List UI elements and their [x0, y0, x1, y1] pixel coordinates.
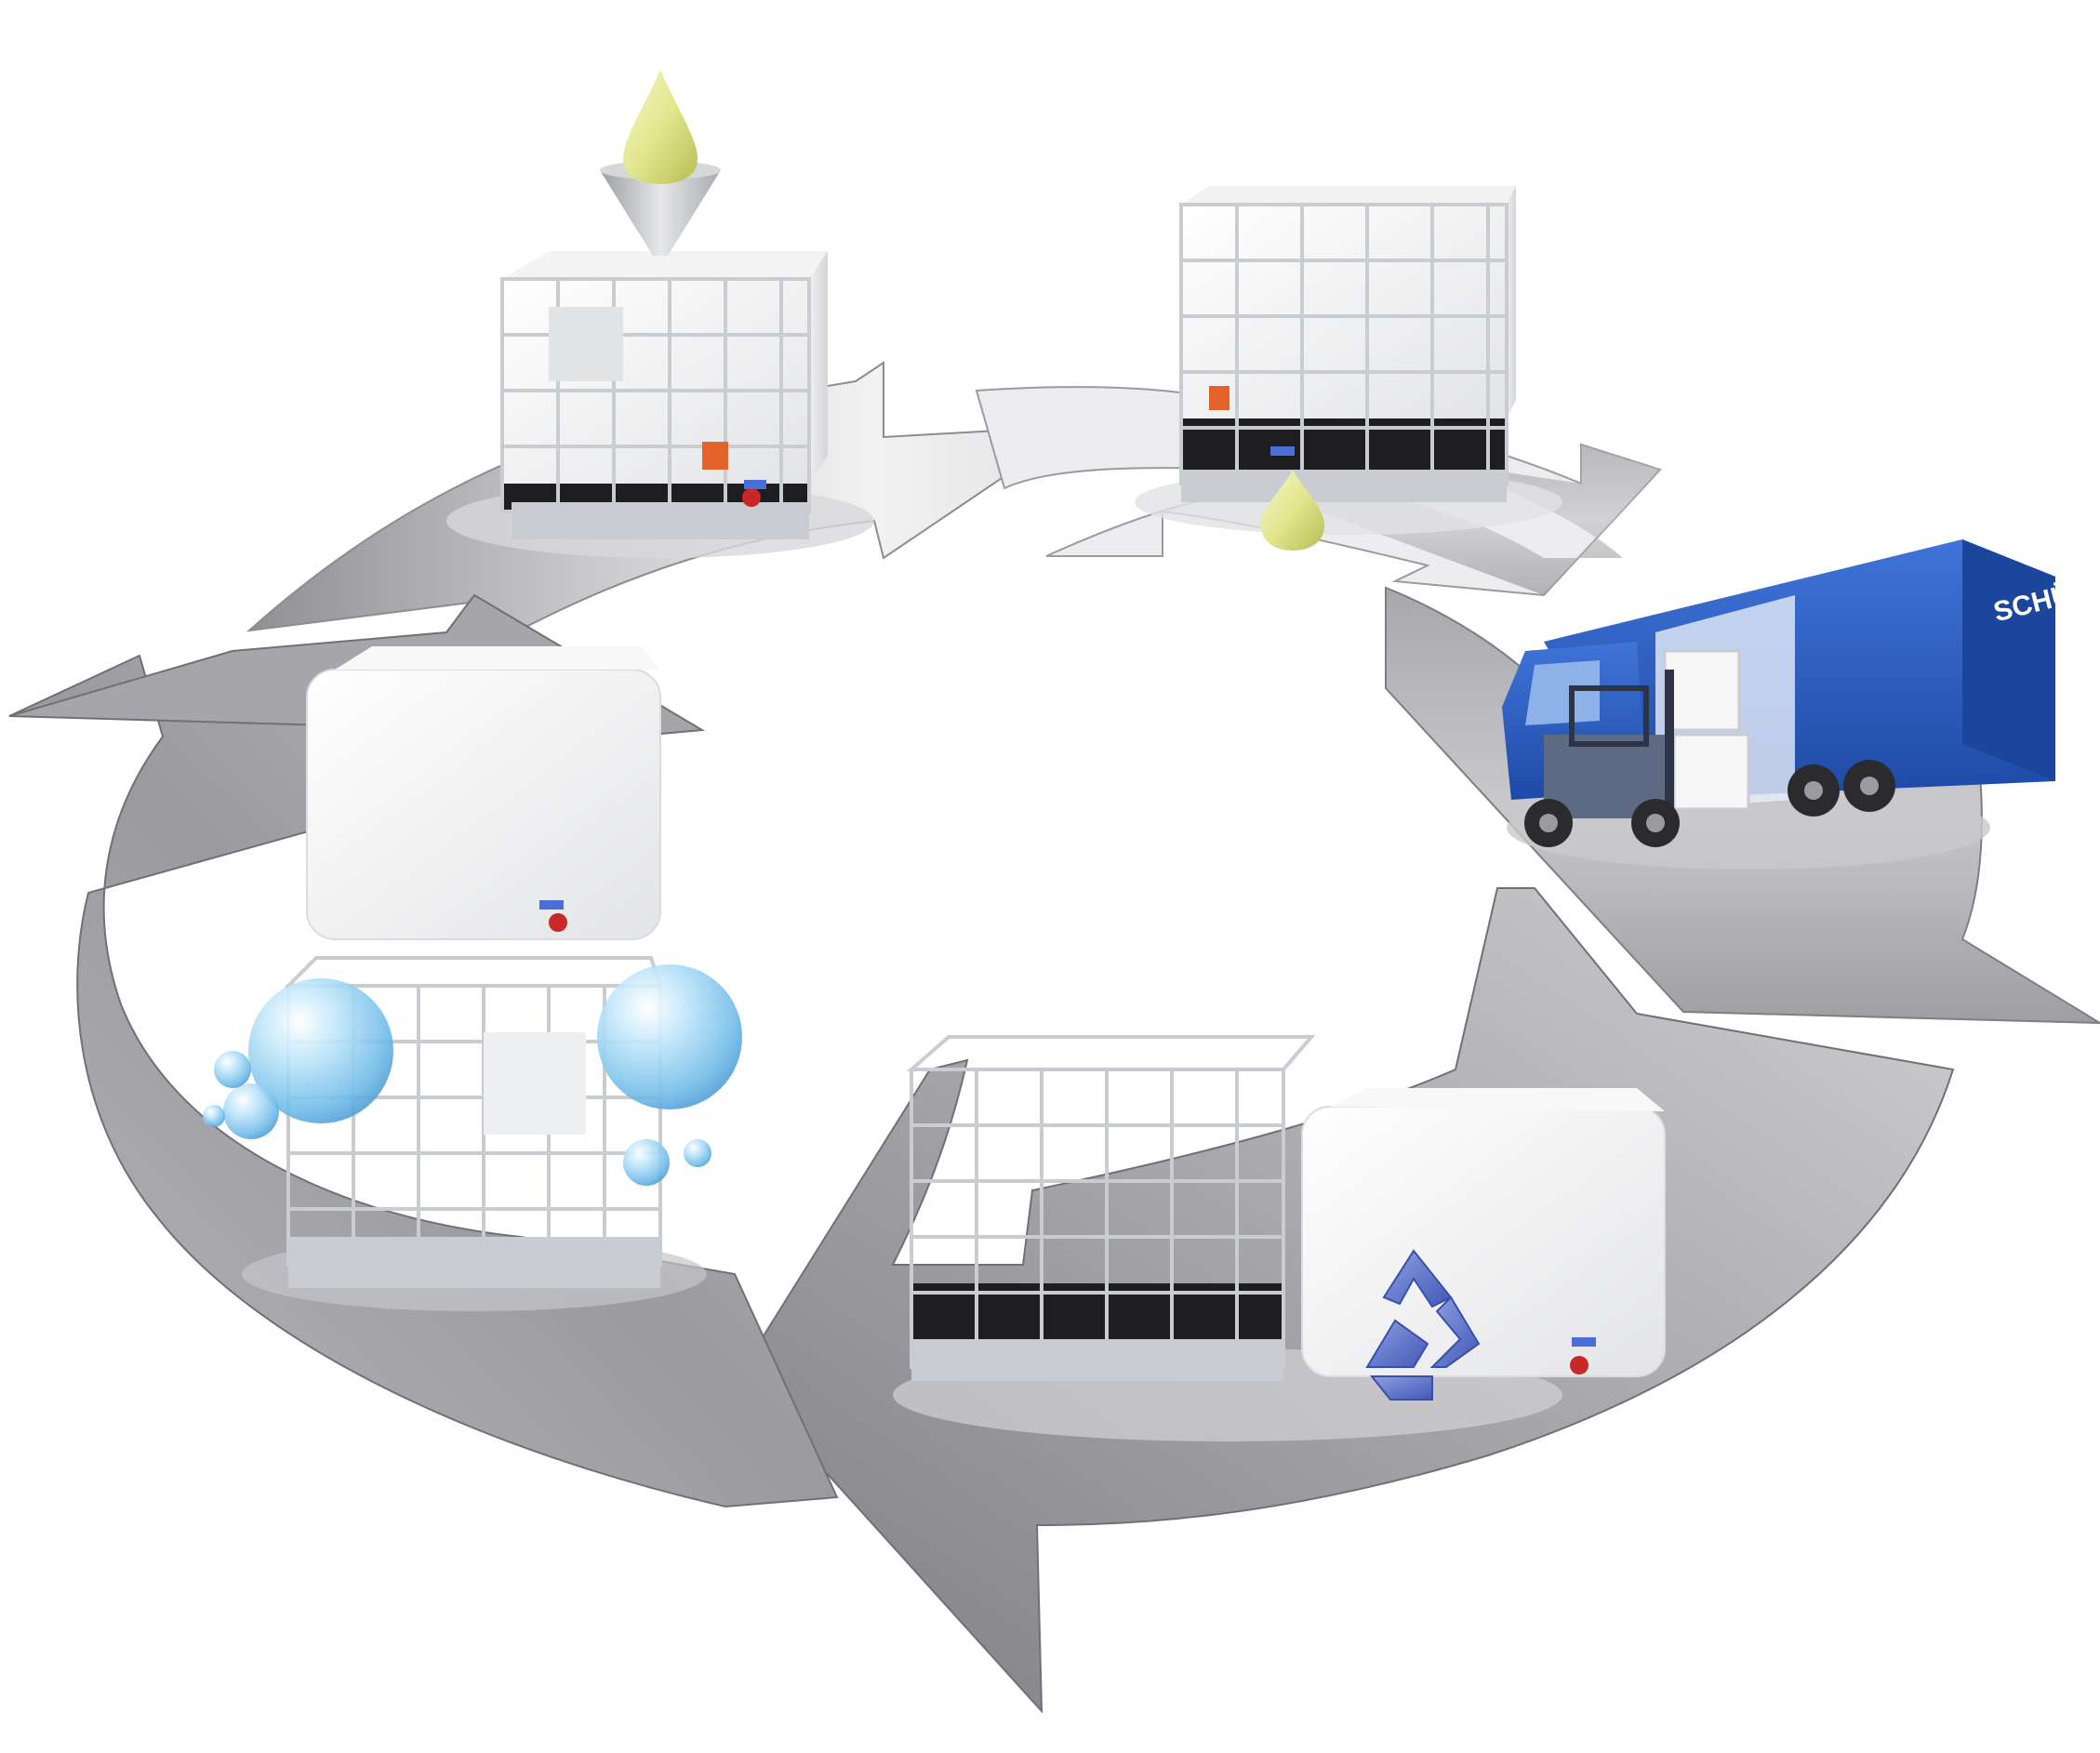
stage-emptying [1135, 186, 1562, 551]
liquid-drop-icon [1261, 470, 1324, 551]
stage-recycling [893, 1035, 1666, 1441]
truck-windshield [1525, 660, 1600, 725]
wheel-hub [1646, 814, 1665, 832]
valve-tap [742, 488, 761, 507]
forklift-cage [1569, 685, 1649, 747]
wheel-hub [1804, 781, 1823, 800]
tank-body [1181, 205, 1507, 418]
cargo-ibc [1663, 649, 1741, 732]
stage-washing [203, 646, 742, 1311]
pallet-metal [911, 1339, 1283, 1381]
funnel-icon [600, 170, 721, 256]
pallet-metal [512, 502, 809, 539]
hazard-label [702, 442, 728, 470]
recycling-icon [1365, 1249, 1481, 1401]
stage-transport: SCHÜTZ [1502, 539, 2100, 870]
bottle-top [335, 646, 660, 670]
hazard-label [1209, 386, 1229, 410]
bubbles-icon [203, 964, 742, 1186]
truck-trailer-rear [1962, 539, 2055, 781]
valve-tap [1570, 1356, 1588, 1375]
label-plate [484, 1032, 586, 1135]
cage [500, 277, 811, 513]
stage-filling [446, 70, 874, 558]
tank-side [1507, 186, 1516, 418]
pallet-metal [1181, 470, 1507, 502]
inner-bottle [306, 669, 661, 940]
valve-handle [1572, 1337, 1596, 1347]
wheel-hub [1860, 777, 1879, 795]
label-area [549, 307, 623, 381]
tank-side [809, 251, 828, 484]
tank-top [502, 251, 828, 279]
valve-handle [539, 900, 564, 910]
valve-handle [744, 480, 766, 489]
valve-tap [549, 913, 567, 932]
tank-body [502, 279, 809, 484]
valve-handle [1270, 446, 1295, 456]
cage [1179, 203, 1509, 485]
pallet-metal [288, 1237, 660, 1288]
wheel-hub [1539, 814, 1558, 832]
inner-bottle [1301, 1106, 1666, 1377]
tank-top [1181, 186, 1516, 205]
liquid-drop-icon [623, 70, 698, 184]
forklift-mast [1665, 670, 1674, 828]
cargo-ibc [1672, 733, 1750, 811]
bottle-top [1330, 1088, 1665, 1111]
cage [906, 1035, 1316, 1369]
